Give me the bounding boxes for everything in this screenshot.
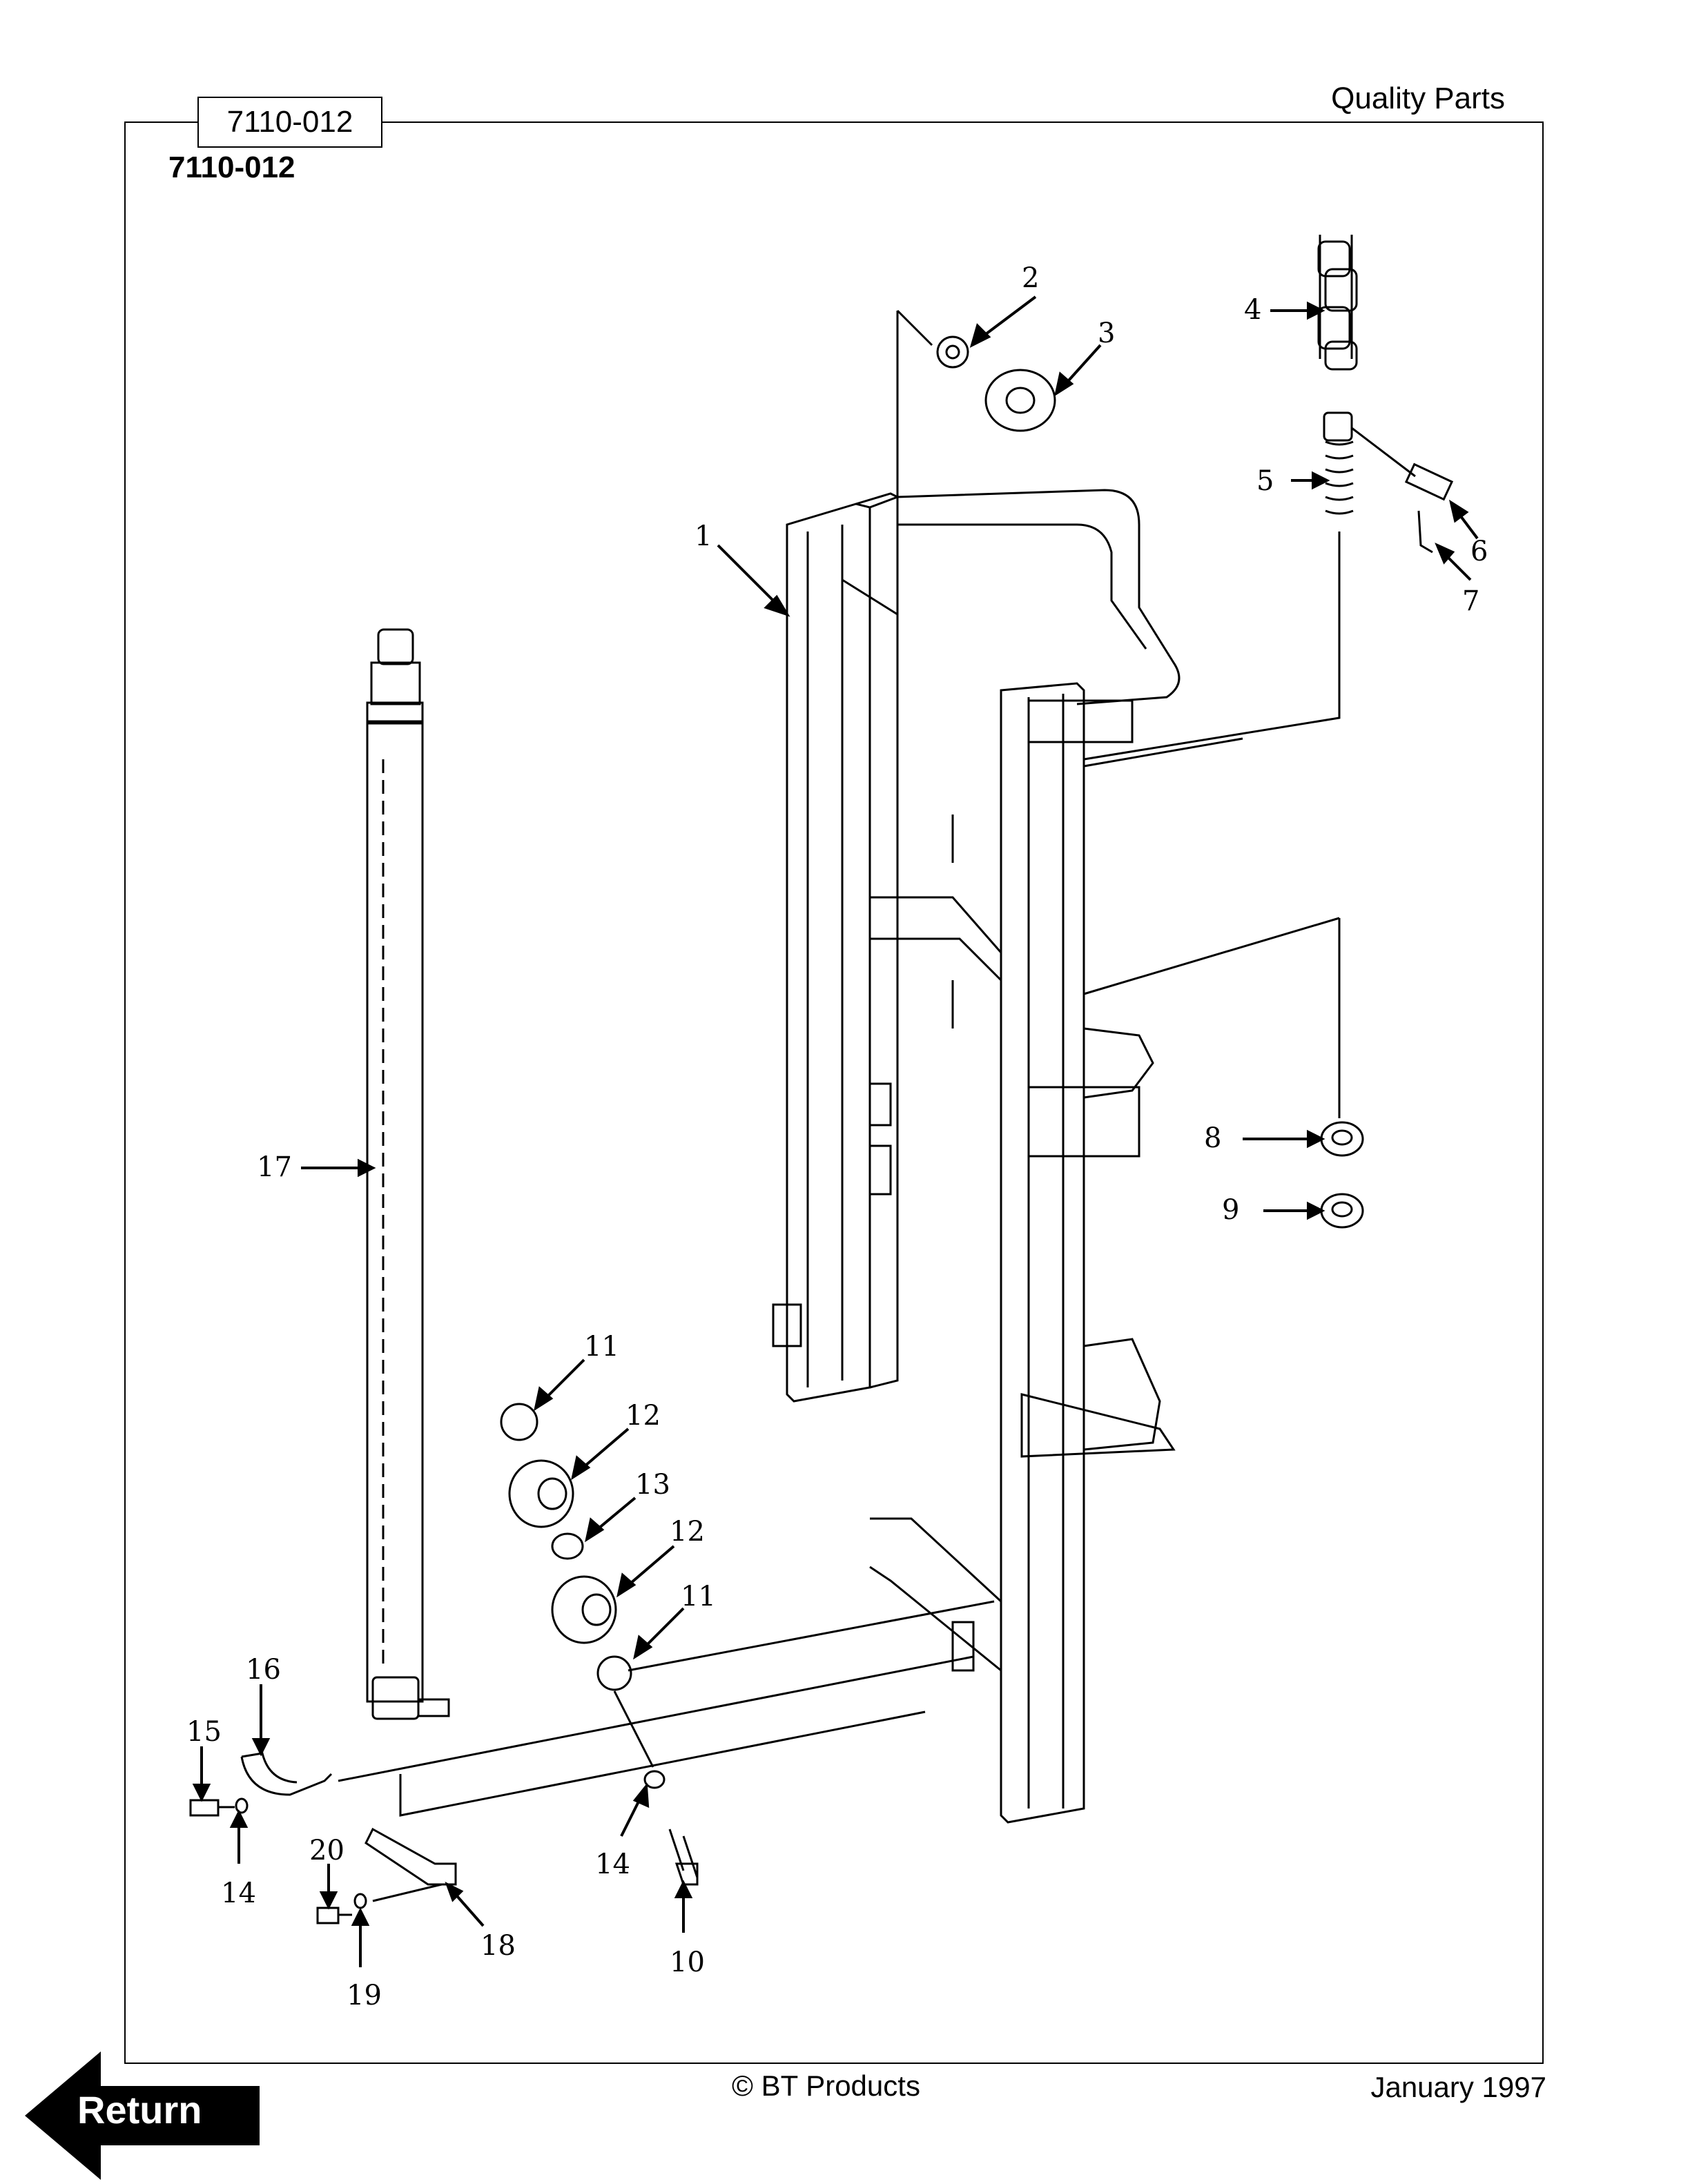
part-number-title: 7110-012 (168, 150, 295, 184)
date-footer: January 1997 (1370, 2071, 1546, 2103)
callout-14-center: 14 (595, 1849, 630, 1880)
callout-7: 7 (1462, 585, 1479, 617)
bolt-part-20 (316, 1907, 340, 1924)
callout-5: 5 (1256, 465, 1274, 497)
roller-part-11-top (500, 1403, 538, 1441)
return-arrow-icon (25, 2051, 260, 2180)
callout-1: 1 (695, 520, 712, 552)
callout-4: 4 (1244, 294, 1261, 326)
washer-part-19 (353, 1893, 367, 1909)
callout-11-bottom: 11 (681, 1581, 716, 1612)
roller-part-12-bottom (551, 1575, 617, 1644)
mast-frame (772, 489, 1243, 1824)
bolt-part-10 (668, 1829, 699, 1886)
ring-part-13 (551, 1532, 584, 1560)
callout-12-bottom: 12 (670, 1516, 705, 1548)
copyright-footer: © BT Products (732, 2069, 920, 2102)
callout-8: 8 (1204, 1122, 1221, 1154)
washer-part-2 (936, 335, 969, 369)
washer-part-14-center (643, 1770, 666, 1789)
spring-part-5 (1083, 411, 1454, 761)
washer-part-14-left (235, 1797, 249, 1814)
page-frame (124, 121, 1544, 2064)
nut-part-9 (1320, 1193, 1364, 1229)
lift-cylinder (366, 628, 450, 1720)
callout-15: 15 (186, 1716, 222, 1748)
nut-part-8 (1320, 1121, 1364, 1157)
callout-6: 6 (1470, 536, 1488, 567)
callout-12-top: 12 (625, 1400, 661, 1432)
plate-part-18 (365, 1827, 457, 1886)
part-number-tab: 7110-012 (197, 97, 382, 148)
callout-18: 18 (480, 1930, 516, 1962)
callout-3: 3 (1098, 318, 1115, 349)
callout-17: 17 (257, 1151, 292, 1183)
callout-14-left: 14 (221, 1878, 256, 1909)
callout-19: 19 (347, 1980, 382, 2011)
callout-10: 10 (670, 1947, 705, 1978)
brand-header: Quality Parts (1331, 81, 1505, 115)
roller-part-11-bottom (596, 1655, 632, 1691)
bearing-part-3 (984, 369, 1056, 432)
roller-part-12-top (508, 1459, 574, 1528)
callout-9: 9 (1222, 1194, 1239, 1226)
callout-13: 13 (635, 1469, 670, 1501)
callout-11-top: 11 (584, 1331, 619, 1363)
bracket-part-16 (240, 1752, 333, 1796)
chain-part-4 (1317, 235, 1358, 371)
callout-16: 16 (246, 1654, 281, 1686)
callout-2: 2 (1022, 262, 1039, 294)
bolt-part-15 (189, 1799, 220, 1817)
callout-20: 20 (309, 1835, 344, 1866)
